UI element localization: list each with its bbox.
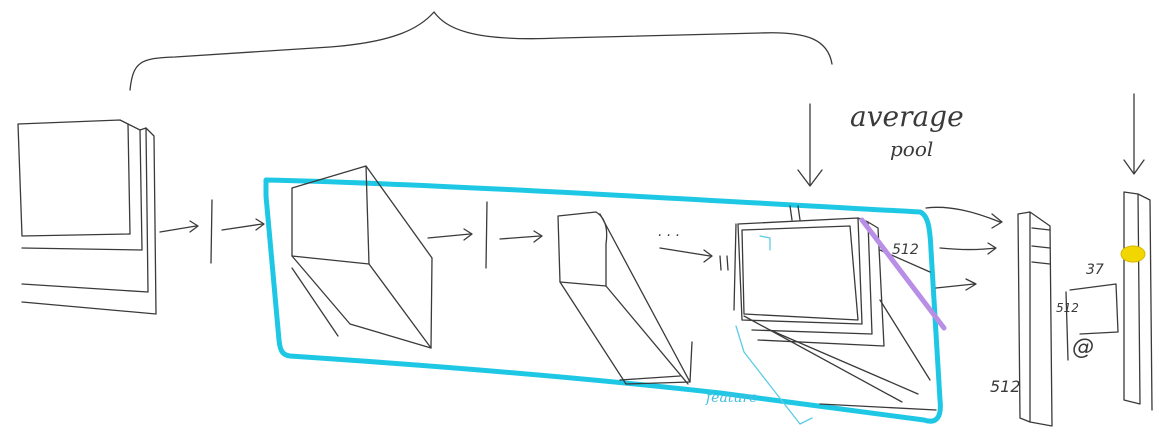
input-image-stack (17, 119, 157, 315)
feature-region-outline (735, 235, 813, 425)
purple-diagonal-mark (859, 217, 947, 331)
block2-to-block3-arrow (659, 247, 729, 271)
ellipsis-text: . . . (658, 224, 680, 240)
pool-output-arrows (925, 206, 1003, 291)
dim-37-label: 37 (1086, 262, 1104, 278)
output-arrow (1123, 93, 1145, 175)
conv-block-1 (291, 165, 433, 349)
conv-block-3 (733, 205, 937, 411)
average-pool-arrow (797, 103, 823, 187)
at-symbol: @ (1072, 335, 1094, 360)
dim-512-label-a: 512 (892, 242, 919, 258)
weight-matrix-sketch (1065, 283, 1119, 361)
dim-512-label-c: 512 (1056, 301, 1079, 315)
block1-to-block2-arrows (427, 201, 543, 269)
output-class-vector (1123, 191, 1153, 411)
average-label: average (850, 100, 964, 133)
selected-class-dot (1120, 245, 1146, 263)
pool-label: pool (890, 137, 933, 161)
top-brace (129, 11, 833, 91)
feature-label: feature (705, 390, 757, 406)
input-connector-arrows (159, 199, 265, 264)
dim-512-label-b: 512 (990, 377, 1021, 396)
pooled-feature-vector (1017, 211, 1053, 427)
feature-extractor-highlight (263, 177, 943, 424)
conv-block-2 (557, 211, 693, 385)
